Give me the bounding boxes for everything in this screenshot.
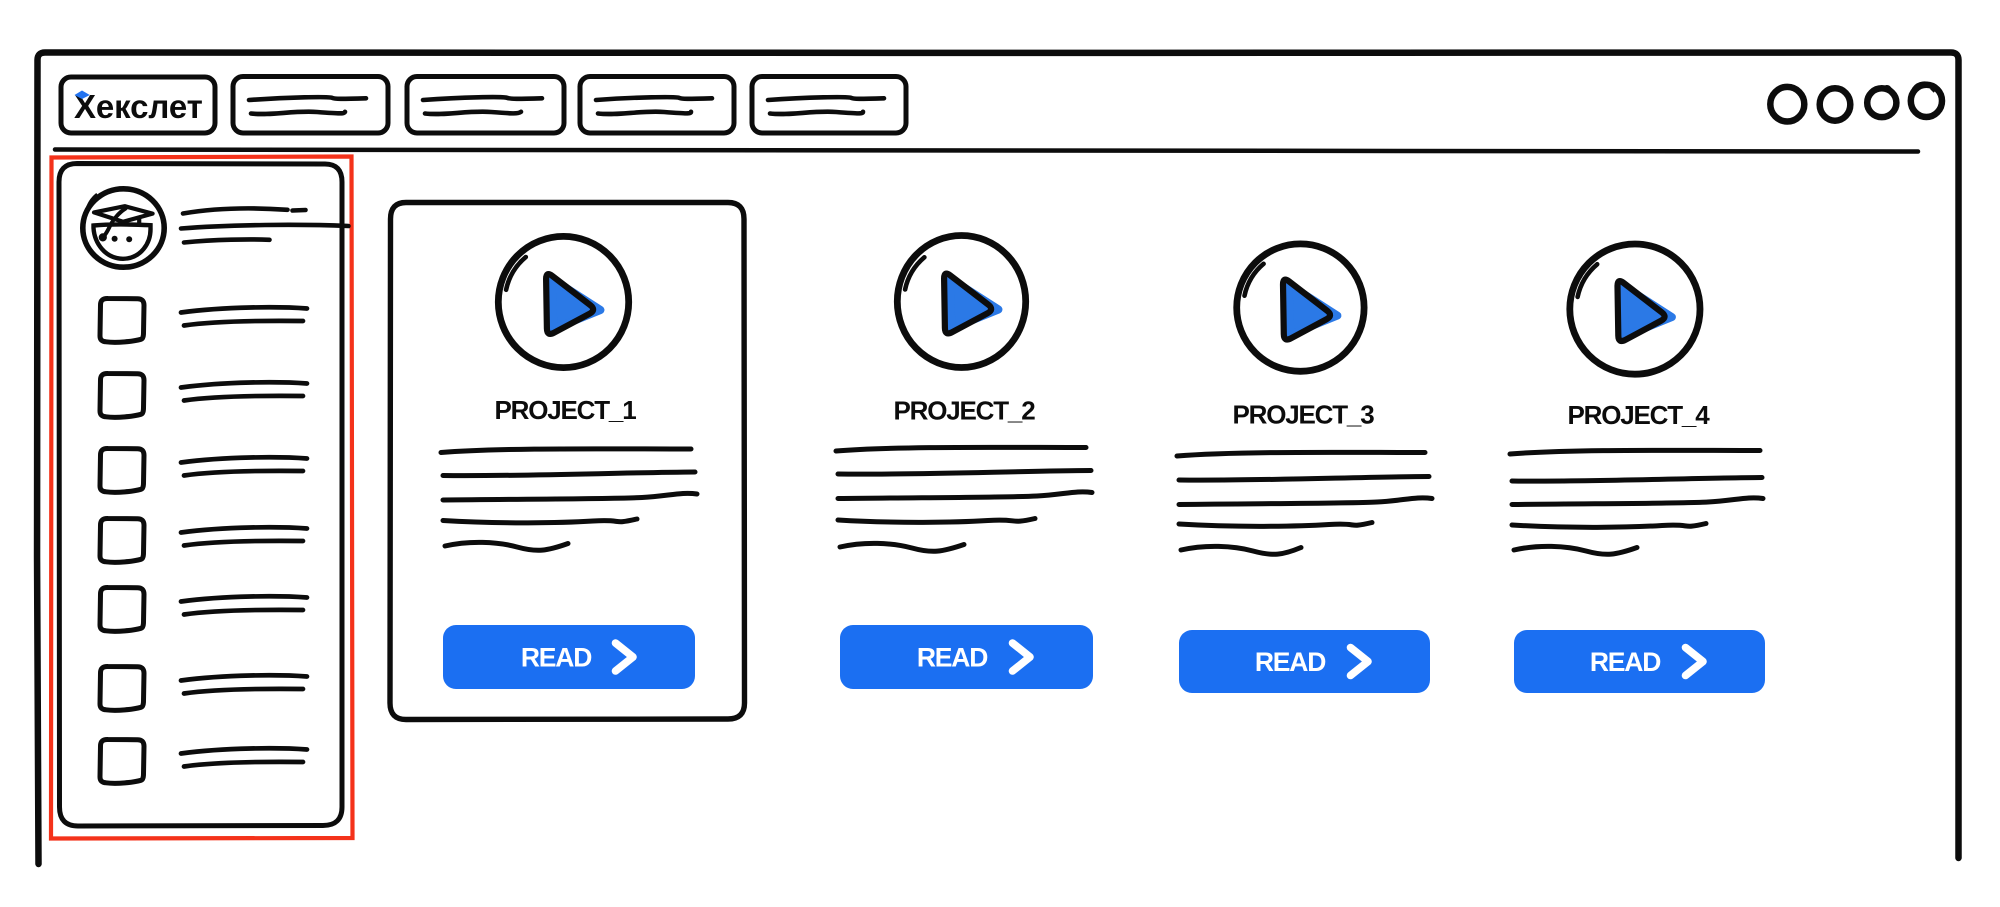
svg-text:Хекслет: Хекслет [74, 88, 203, 125]
svg-text:READ: READ [1255, 647, 1326, 677]
svg-text:READ: READ [1590, 647, 1661, 677]
svg-text:PROJECT_4: PROJECT_4 [1568, 400, 1711, 430]
svg-text:PROJECT_3: PROJECT_3 [1233, 400, 1375, 430]
svg-text:READ: READ [521, 643, 592, 673]
svg-text:READ: READ [917, 643, 988, 673]
svg-text:PROJECT_1: PROJECT_1 [495, 395, 637, 425]
svg-text:PROJECT_2: PROJECT_2 [894, 396, 1036, 426]
